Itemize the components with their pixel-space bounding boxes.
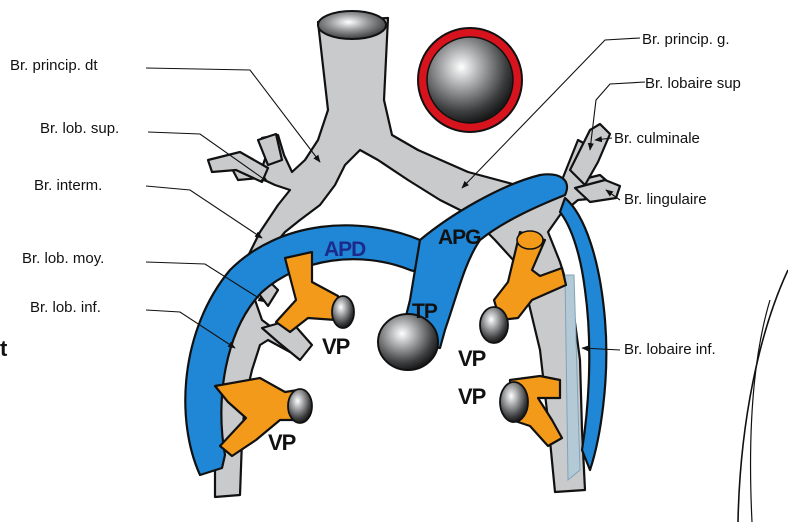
left-upper-vein-top-lumen — [517, 231, 543, 249]
label-br-lobaire-sup: Br. lobaire sup — [645, 75, 741, 92]
label-vp-left-upper: VP — [458, 346, 486, 371]
left-upper-vein-lumen — [480, 307, 508, 343]
label-tp: TP — [412, 300, 438, 323]
label-br-princip-dt: Br. princip. dt — [10, 57, 98, 74]
label-br-lobaire-inf: Br. lobaire inf. — [624, 341, 716, 358]
label-br-lingulaire: Br. lingulaire — [624, 191, 707, 208]
lung-border-line-inner — [751, 300, 770, 522]
trachea-lumen — [318, 11, 386, 39]
right-upper-vein-lumen — [332, 296, 354, 328]
label-br-lob-sup: Br. lob. sup. — [40, 120, 119, 137]
label-br-lob-inf: Br. lob. inf. — [30, 299, 101, 316]
label-apd: APD — [324, 238, 366, 261]
label-vp-right-lower: VP — [268, 430, 296, 455]
label-vp-right-upper: VP — [322, 334, 350, 359]
right-lower-vein-lumen — [288, 389, 312, 423]
label-br-interm: Br. interm. — [34, 177, 102, 194]
label-br-princip-g: Br. princip. g. — [642, 31, 730, 48]
label-vp-left-lower: VP — [458, 384, 486, 409]
label-br-culminale: Br. culminale — [614, 130, 700, 147]
label-apg: APG — [438, 226, 481, 249]
aorta-cross-section — [418, 28, 522, 132]
lung-border-line — [738, 270, 788, 522]
edge-fragment-text: t — [0, 336, 8, 361]
label-br-lob-moy: Br. lob. moy. — [22, 250, 104, 267]
left-lower-vein-lumen — [500, 382, 528, 422]
